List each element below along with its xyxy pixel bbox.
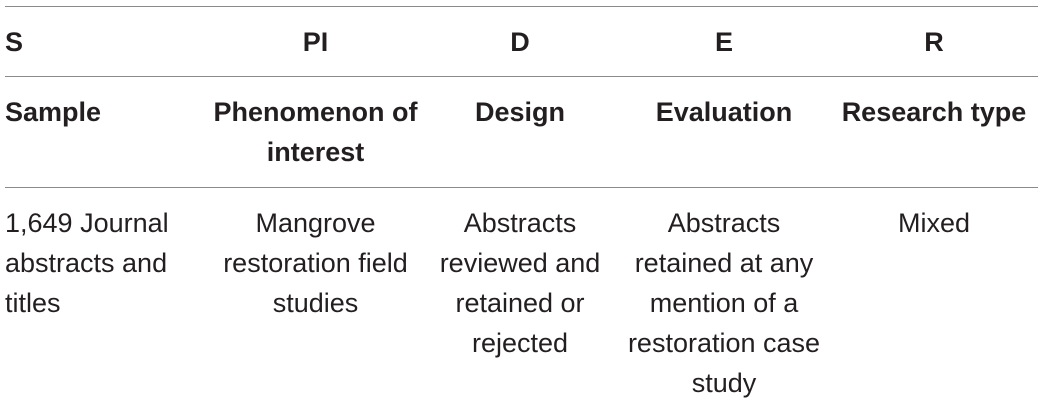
header-phenomenon: Phenomenon of interest	[213, 97, 418, 167]
abbr-phenomenon: PI	[302, 27, 329, 57]
header-evaluation: Evaluation	[655, 97, 793, 127]
abbr-research-type: R	[924, 27, 944, 57]
cell-sample: 1,649 Journal abstracts and titles	[5, 208, 169, 318]
cell-evaluation: Abstracts retained at any mention of a r…	[627, 208, 821, 398]
cell-design: Abstracts reviewed and retained or rejec…	[439, 208, 601, 358]
cell-research-type: Mixed	[897, 208, 971, 238]
top-rule	[5, 6, 1038, 7]
header-design: Design	[474, 97, 566, 127]
table-row: 1,649 Journal abstracts and titles Mangr…	[5, 188, 1038, 408]
abbr-sample: S	[5, 27, 24, 57]
abbr-evaluation: E	[714, 27, 733, 57]
header-sample: Sample	[5, 97, 102, 127]
abbreviation-row: S PI D E R	[5, 7, 1038, 76]
abbr-rule	[5, 76, 1038, 77]
header-row: Sample Phenomenon of interest Design Eva…	[5, 77, 1038, 187]
cell-phenomenon: Mangrove restoration field studies	[223, 208, 408, 318]
abbr-design: D	[510, 27, 530, 57]
header-rule	[5, 187, 1038, 188]
header-research-type: Research type	[841, 97, 1027, 127]
spider-table: S PI D E R Sample Phenomenon of interest…	[5, 6, 1038, 408]
